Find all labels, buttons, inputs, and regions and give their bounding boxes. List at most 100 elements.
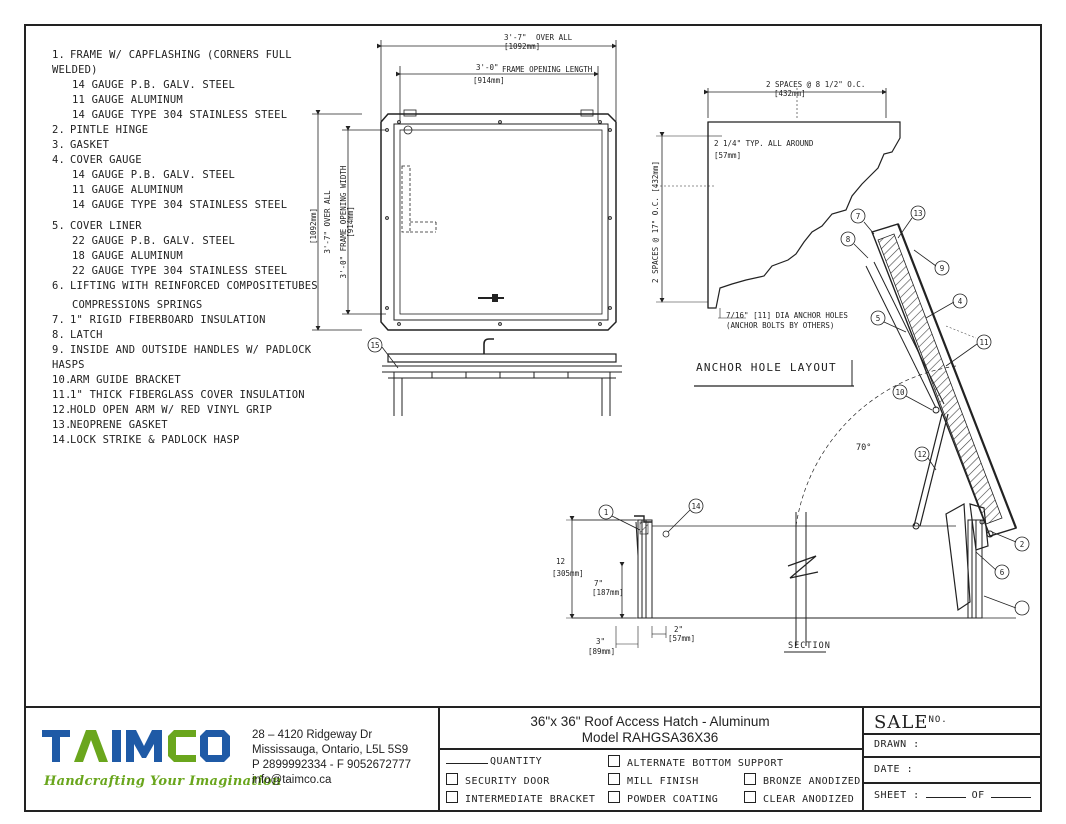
divider	[438, 748, 862, 750]
drawing-sheet: 1.FRAME W/ CAPFLASHING (CORNERS FULL WEL…	[24, 24, 1042, 812]
note-text: LIFTING WITH REINFORCED COMPOSITETUBES	[70, 280, 318, 292]
row-divider	[862, 756, 1040, 758]
checkbox-powder-coating[interactable]	[608, 791, 620, 803]
of-label: OF	[971, 790, 985, 801]
date-field[interactable]: DATE :	[874, 764, 914, 775]
dim-v-opening-mm: [914mm]	[346, 206, 355, 238]
note-item: 11.1" THICK FIBERGLASS COVER INSULATION	[52, 388, 342, 403]
section-w2: 2"	[674, 625, 683, 634]
model-line-2: Model RAHGSA36X36	[581, 730, 719, 745]
note-subitem: 22 GAUGE P.B. GALV. STEEL	[72, 235, 236, 247]
section-w2-mm: [57mm]	[668, 634, 695, 643]
note-subitem: 11 GAUGE ALUMINUM	[72, 184, 183, 196]
note-number: 9.	[52, 344, 66, 356]
callout-14: 14	[691, 502, 701, 511]
callout-5: 5	[876, 314, 881, 323]
note-item: 3.GASKET	[52, 138, 342, 153]
note-number: 14.	[52, 434, 72, 446]
note-item: 6. LIFTING WITH REINFORCED COMPOSITETUBES	[52, 279, 342, 294]
section-height: 12	[556, 557, 565, 566]
option-bronze-anodized[interactable]: BRONZE ANODIZED	[744, 773, 861, 787]
sale-panel: SALENO. DRAWN : DATE : SHEET : OF	[862, 708, 1040, 812]
anchor-holes-1: 7/16" [11] DIA ANCHOR HOLES	[726, 311, 848, 320]
note-subitem: 14 GAUGE TYPE 304 STAINLESS STEEL	[72, 109, 288, 121]
note-text: LOCK STRIKE & PADLOCK HASP	[70, 434, 240, 446]
drawn-field[interactable]: DRAWN :	[874, 739, 920, 750]
note-text: 1" THICK FIBERGLASS COVER INSULATION	[70, 389, 305, 401]
checkbox-intermediate-bracket[interactable]	[446, 791, 458, 803]
note-item: 4.COVER GAUGE	[52, 153, 342, 168]
note-number: 6.	[52, 280, 66, 292]
section-w1-mm: [89mm]	[588, 647, 615, 656]
checkbox-clear-anodized[interactable]	[744, 791, 756, 803]
callout-7: 7	[856, 212, 861, 221]
anchor-spaces-side: 2 SPACES @ 17" O.C. [432mm]	[651, 161, 660, 283]
section-w1: 3"	[596, 637, 605, 646]
note-text: PINTLE HINGE	[70, 124, 149, 136]
note-item: 12.HOLD OPEN ARM W/ RED VINYL GRIP	[52, 403, 342, 418]
note-item: 13.NEOPRENE GASKET	[52, 418, 342, 433]
anchor-typ: 2 1/4" TYP. ALL AROUND	[714, 139, 814, 148]
quantity-field[interactable]	[446, 763, 488, 764]
checkbox-mill-finish[interactable]	[608, 773, 620, 785]
option-powder-coating[interactable]: POWDER COATING	[608, 791, 718, 805]
model-title: 36"x 36" Roof Access Hatch - Aluminum Mo…	[438, 714, 862, 746]
dim-opening-mm: [914mm]	[473, 76, 505, 85]
phone-fax: P 2899992334 - F 9052672777	[252, 759, 412, 771]
model-line-1: 36"x 36" Roof Access Hatch - Aluminum	[530, 714, 770, 729]
option-mill-finish[interactable]: MILL FINISH	[608, 773, 699, 787]
of-blank[interactable]	[990, 797, 1031, 798]
section-h2: 7"	[594, 579, 603, 588]
sale-label: SALE	[874, 712, 929, 733]
sheet-label: SHEET :	[874, 790, 920, 801]
option-alternate-bottom[interactable]: ALTERNATE BOTTOM SUPPORT	[608, 755, 784, 769]
callout-8: 8	[846, 235, 851, 244]
label-alternate-bottom: ALTERNATE BOTTOM SUPPORT	[627, 758, 784, 769]
quantity-label: QUANTITY	[490, 756, 543, 767]
note-number: 4.	[52, 154, 66, 166]
note-subitem: 14 GAUGE P.B. GALV. STEEL	[72, 169, 236, 181]
note-number: 8.	[52, 329, 66, 341]
sheet-blank[interactable]	[925, 797, 966, 798]
company-logo	[40, 726, 230, 770]
sale-number: SALENO.	[874, 712, 948, 733]
email: info@taimco.ca	[252, 774, 332, 786]
row-divider	[862, 733, 1040, 735]
label-powder-coating: POWDER COATING	[627, 794, 719, 805]
section-labels: 12 [305mm] 7" [187mm] 3" [89mm] 2" [57mm…	[552, 209, 1024, 656]
note-subitem: 18 GAUGE ALUMINUM	[72, 250, 183, 262]
dim-v-opening: 3'-0" FRAME OPENING WIDTH	[339, 165, 348, 278]
checkbox-security-door[interactable]	[446, 773, 458, 785]
checkbox-bronze-anodized[interactable]	[744, 773, 756, 785]
note-subitem: 11 GAUGE ALUMINUM	[72, 94, 183, 106]
note-number: 10.	[52, 374, 72, 386]
dim-opening-label: FRAME OPENING LENGTH	[502, 65, 593, 74]
note-number: 11.	[52, 389, 72, 401]
note-text: FRAME W/ CAPFLASHING (CORNERS FULL WELDE…	[52, 49, 292, 76]
callout-15: 15	[370, 341, 379, 350]
section-h2-mm: [187mm]	[592, 588, 624, 597]
dim-overall-mm: [1092mm]	[504, 42, 540, 51]
plan-dim-labels: 3'-7" OVER ALL [1092mm] 3'-0" FRAME OPEN…	[309, 33, 593, 278]
checkbox-alternate-bottom[interactable]	[608, 755, 620, 767]
row-divider	[862, 782, 1040, 784]
note-subitem: 14 GAUGE P.B. GALV. STEEL	[72, 79, 236, 91]
note-number: 5.	[52, 220, 66, 232]
note-item: 10.ARM GUIDE BRACKET	[52, 373, 342, 388]
note-number: 2.	[52, 124, 66, 136]
note-text: 1" RIGID FIBERBOARD INSULATION	[70, 314, 266, 326]
callout-9: 9	[940, 264, 945, 273]
note-text: GASKET	[70, 139, 110, 151]
option-security-door[interactable]: SECURITY DOOR	[446, 773, 550, 787]
note-subitem: 14 GAUGE TYPE 304 STAINLESS STEEL	[72, 199, 288, 211]
note-number: 7.	[52, 314, 66, 326]
option-intermediate-bracket[interactable]: INTERMEDIATE BRACKET	[446, 791, 595, 805]
plan-view	[312, 40, 617, 331]
sheet-field[interactable]: SHEET : OF	[874, 790, 1037, 801]
note-text: HOLD OPEN ARM W/ RED VINYL GRIP	[70, 404, 273, 416]
option-clear-anodized[interactable]: CLEAR ANODIZED	[744, 791, 854, 805]
note-number: 13.	[52, 419, 72, 431]
note-subitem: 22 GAUGE TYPE 304 STAINLESS STEEL	[72, 265, 288, 277]
dim-opening: 3'-0"	[476, 63, 499, 72]
anchor-spaces-top-mm: [432mm]	[774, 89, 806, 98]
